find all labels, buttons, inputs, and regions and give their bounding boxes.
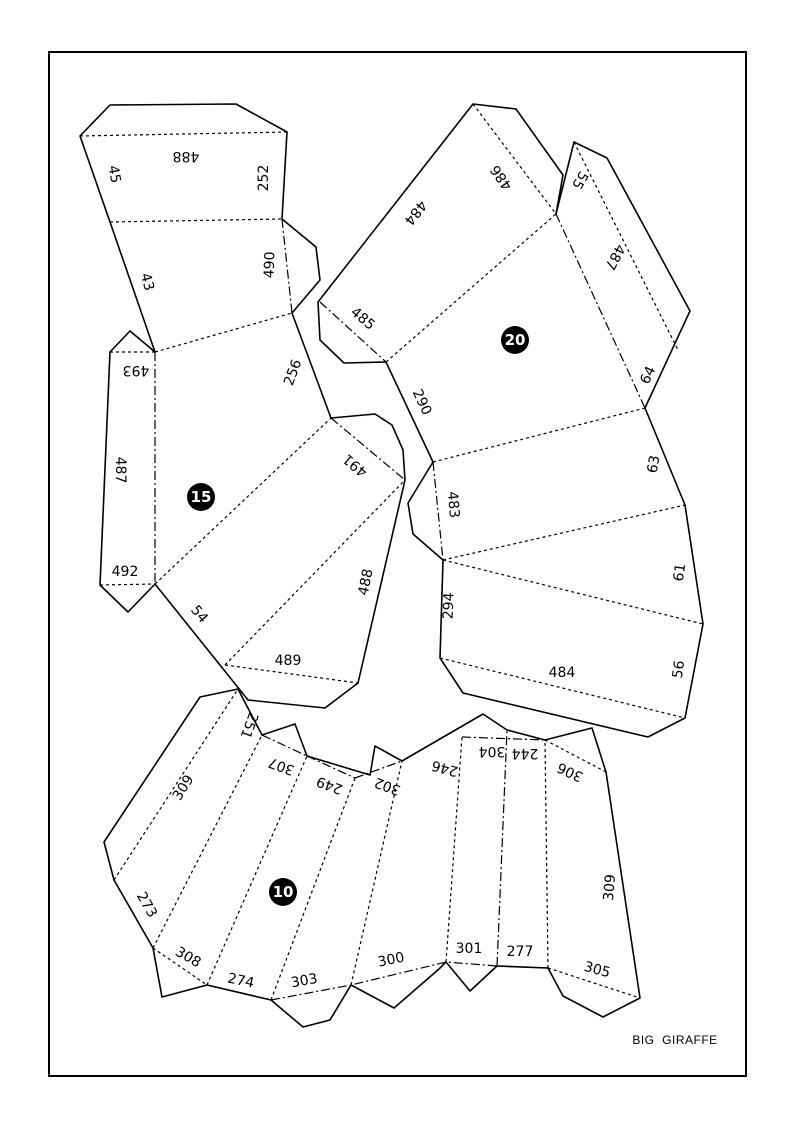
piece-15-number: 15: [191, 488, 212, 506]
piece-15-fold: [281, 218, 293, 314]
piece-15-fold: [154, 417, 332, 585]
page-border: [48, 51, 747, 1077]
piece-10-edge-label: 301: [456, 941, 483, 957]
piece-10-edge-label: 251: [237, 710, 261, 741]
piece-10-edge-label: 244: [512, 745, 539, 761]
piece-10-edge-label: 309: [601, 874, 619, 902]
piece-10: 251 309 307 249 302 246 304 244 306 273 …: [103, 688, 641, 1028]
piece-20-fold: [442, 559, 704, 625]
piece-15-fold: [79, 131, 288, 137]
piece-15-fold: [224, 479, 406, 666]
piece-20-number-badge: 20: [501, 326, 529, 354]
piece-15-edge-label: 489: [275, 653, 302, 669]
piece-10-fold: [113, 688, 239, 881]
piece-15-edge-label: 492: [112, 564, 139, 580]
piece-15-fold: [224, 664, 359, 684]
piece-15-edge-label: 491: [340, 450, 371, 479]
piece-15-fold: [99, 583, 156, 586]
piece-10-edge-label: 303: [290, 971, 319, 991]
piece-15-edge-label: 43: [137, 271, 157, 292]
piece-10-fold: [496, 729, 508, 967]
piece-20-fold: [442, 504, 686, 561]
piece-15-outline: [79, 103, 406, 709]
piece-10-fold: [461, 736, 546, 741]
piece-10-fold: [261, 734, 308, 757]
piece-10-edge-label: 249: [314, 773, 345, 797]
piece-20-edge-label: 486: [487, 162, 515, 193]
piece-20-outline: [317, 103, 704, 738]
piece-10-outline: [103, 688, 641, 1028]
piece-15-fold: [330, 417, 406, 481]
piece-15-edge-label: 256: [281, 357, 305, 388]
piece-10-edge-label: 274: [226, 970, 256, 991]
piece-10-fold: [206, 755, 308, 986]
template-caption: BIG GIRAFFE: [632, 1033, 717, 1047]
piece-10-number: 10: [273, 883, 294, 901]
piece-20-fold: [472, 103, 557, 215]
piece-20-edge-label: 61: [671, 563, 689, 583]
piece-20-number: 20: [505, 331, 526, 349]
piece-20-fold: [432, 407, 646, 463]
piece-20-edge-label: 294: [441, 592, 458, 619]
piece-15-number-badge: 15: [187, 483, 215, 511]
piece-10-edge-label: 307: [266, 754, 297, 778]
piece-15-edge-label: 487: [112, 457, 128, 484]
piece-10-fold: [306, 755, 356, 779]
piece-20-edge-label: 483: [444, 491, 462, 519]
piece-10-fold: [206, 984, 272, 1001]
piece-20: 486 484 55 487 485 64 290 63 483 61 294 …: [317, 103, 704, 738]
piece-10-edge-label: 300: [376, 949, 405, 970]
piece-20-fold: [439, 657, 686, 719]
piece-10-edge-label: 246: [430, 757, 460, 779]
piece-10-edge-label: 277: [507, 944, 534, 960]
piece-10-edge-label: 273: [133, 889, 160, 920]
piece-10-edge-label: 309: [170, 772, 198, 803]
piece-20-fold: [573, 141, 679, 351]
piece-15-edge-label: 493: [123, 362, 150, 378]
piece-15-edge-label: 490: [262, 251, 279, 278]
piece-15-fold: [109, 218, 283, 223]
piece-15-edge-label: 488: [355, 567, 376, 596]
piece-10-fold: [544, 739, 549, 969]
piece-10-fold: [350, 760, 403, 986]
piece-15-fold: [154, 312, 293, 353]
piece-20-edge-label: 484: [549, 665, 576, 681]
piece-10-edge-label: 304: [479, 743, 506, 759]
piece-10-edge-label: 306: [555, 759, 586, 785]
piece-20-edge-label: 487: [601, 241, 628, 272]
piece-10-fold: [270, 961, 549, 1001]
piece-20-edge-label: 290: [409, 387, 435, 418]
piece-10-fold: [445, 736, 463, 963]
piece-15-edge-label: 252: [256, 165, 272, 192]
piece-10-fold: [354, 760, 403, 779]
piece-10-fold: [152, 947, 208, 986]
piece-10-fold: [152, 734, 263, 949]
piece-10-edge-label: 302: [372, 774, 403, 798]
piece-20-edge-label: 64: [637, 364, 659, 387]
piece-20-fold: [432, 461, 444, 561]
piece-20-fold: [555, 213, 646, 409]
piece-10-fold: [237, 688, 263, 736]
piece-10-number-badge: 10: [269, 878, 297, 906]
piece-15: 488 45 252 43 490 493 256 487 491 492 48…: [79, 103, 406, 709]
piece-15-edge-label: 45: [105, 164, 124, 184]
piece-20-edge-label: 485: [347, 304, 378, 333]
piece-10-fold: [547, 967, 641, 999]
piece-20-fold: [385, 213, 557, 363]
piece-20-edge-label: 63: [645, 454, 664, 474]
piece-20-edge-label: 55: [568, 168, 591, 191]
piece-15-edge-label: 488: [173, 148, 200, 164]
piece-20-fold: [319, 301, 387, 363]
piece-20-edge-label: 56: [670, 659, 688, 679]
piece-20-edge-label: 484: [401, 197, 430, 228]
piece-10-edge-label: 308: [172, 944, 203, 971]
piece-10-edge-label: 305: [582, 959, 612, 981]
piece-15-edge-label: 54: [187, 602, 211, 626]
